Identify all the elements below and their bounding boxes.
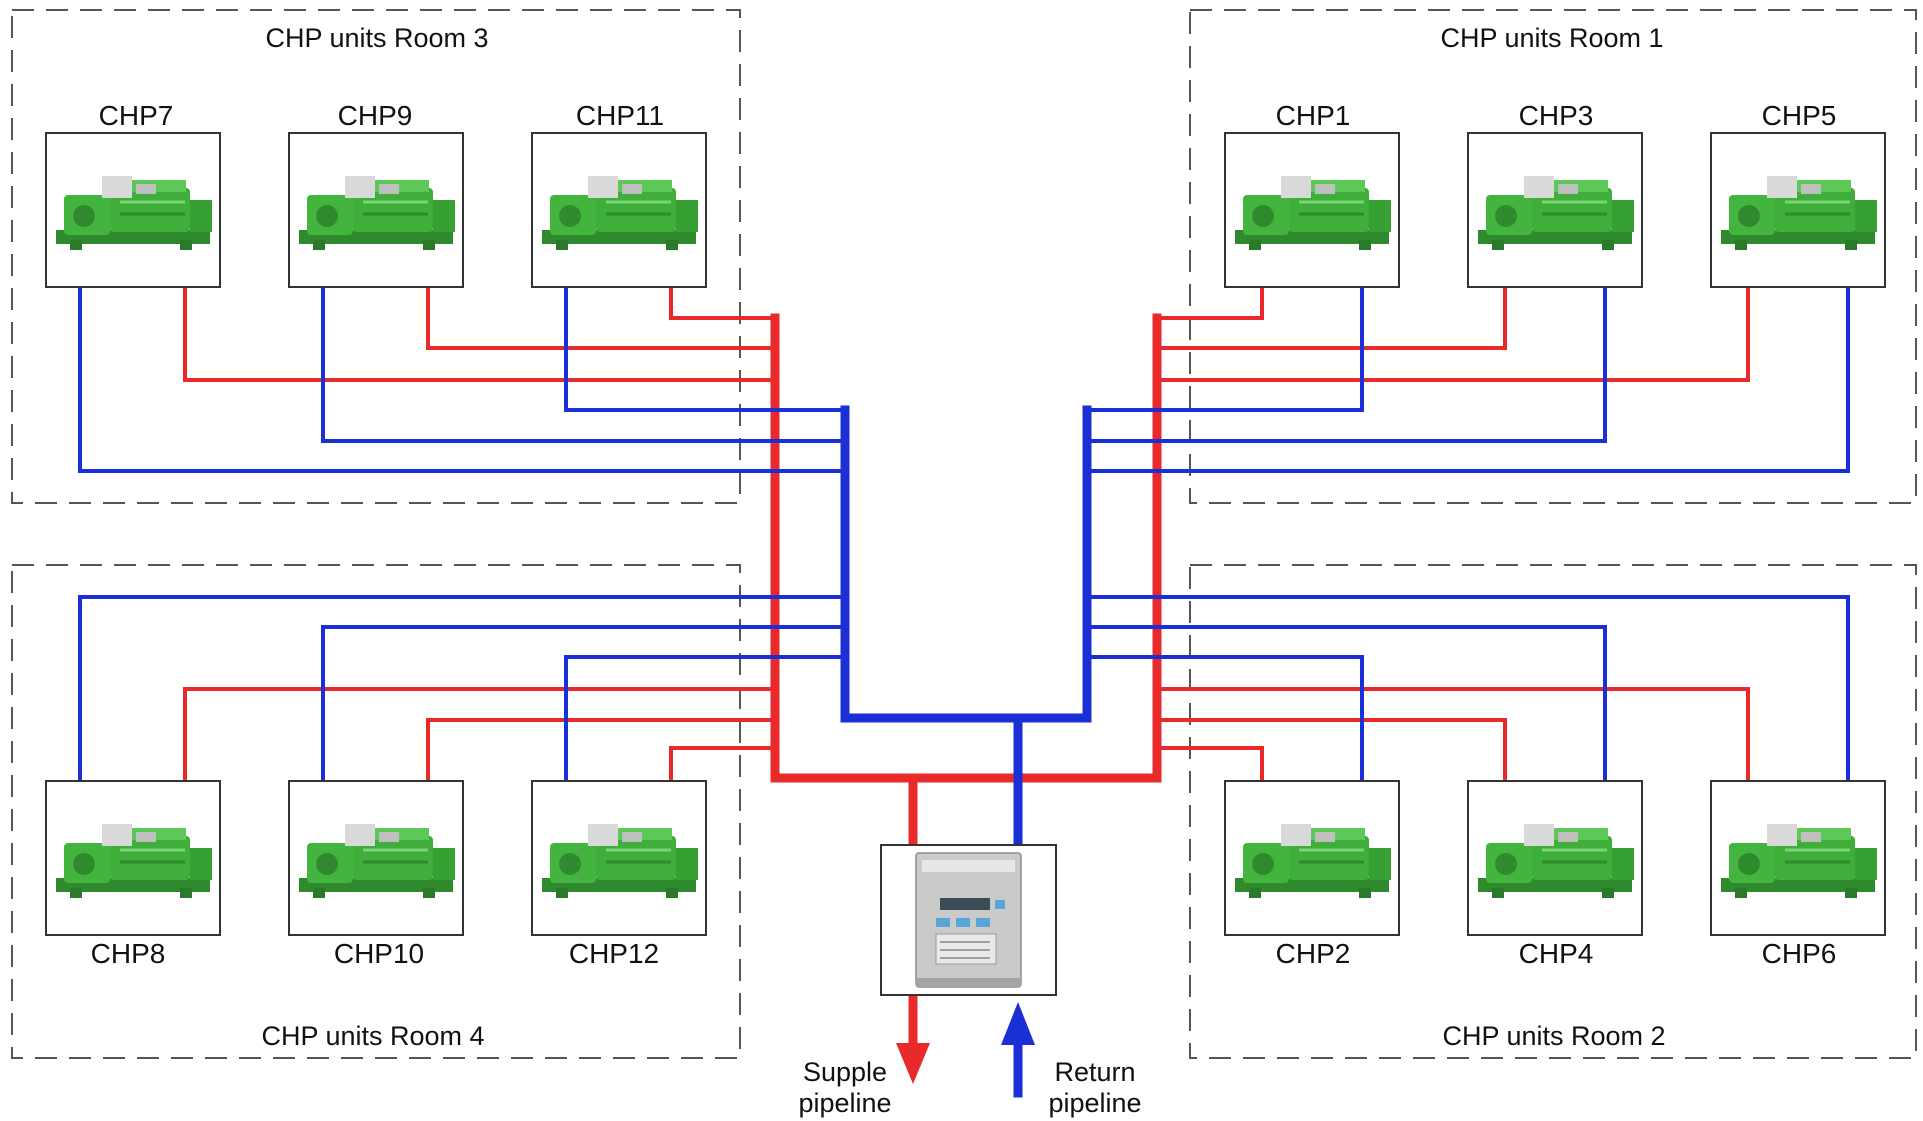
return-pipes [78, 288, 1850, 1098]
supply-pipeline-label-line1: Supple [803, 1057, 887, 1087]
room-4-title: CHP units Room 4 [261, 1021, 484, 1051]
chp7-unit [45, 132, 221, 288]
chp10-unit [288, 780, 464, 936]
chp11-unit [531, 132, 707, 288]
chp10-label: CHP10 [334, 938, 424, 969]
supply-pipes [183, 288, 1750, 1084]
heat-meter-controller-icon [880, 844, 1057, 996]
chp6-unit [1710, 780, 1886, 936]
chp3-unit [1467, 132, 1643, 288]
chp12-unit [531, 780, 707, 936]
chp2-label: CHP2 [1276, 938, 1351, 969]
room-2-title: CHP units Room 2 [1442, 1021, 1665, 1051]
chp4-label: CHP4 [1519, 938, 1594, 969]
chp1-label: CHP1 [1276, 100, 1351, 131]
chp4-unit [1467, 780, 1643, 936]
room-1-box [1189, 9, 1917, 504]
chp12-label: CHP12 [569, 938, 659, 969]
chp1-unit [1224, 132, 1400, 288]
chp8-label: CHP8 [91, 938, 166, 969]
room-3-box [11, 9, 741, 504]
chp8-unit [45, 780, 221, 936]
room-3-title: CHP units Room 3 [265, 23, 488, 53]
room-1-title: CHP units Room 1 [1440, 23, 1663, 53]
room-2-box [1189, 564, 1917, 1059]
chp9-label: CHP9 [338, 100, 413, 131]
chp5-unit [1710, 132, 1886, 288]
chp7-label: CHP7 [99, 100, 174, 131]
chp9-unit [288, 132, 464, 288]
supply-pipeline-label-line2: pipeline [798, 1088, 891, 1118]
return-pipeline-label-line2: pipeline [1048, 1088, 1141, 1118]
room-4-box [11, 564, 741, 1059]
return-pipeline-label-line1: Return [1054, 1057, 1135, 1087]
chp6-label: CHP6 [1762, 938, 1837, 969]
chp11-label: CHP11 [576, 100, 664, 131]
chp2-unit [1224, 780, 1400, 936]
chp3-label: CHP3 [1519, 100, 1594, 131]
chp5-label: CHP5 [1762, 100, 1837, 131]
